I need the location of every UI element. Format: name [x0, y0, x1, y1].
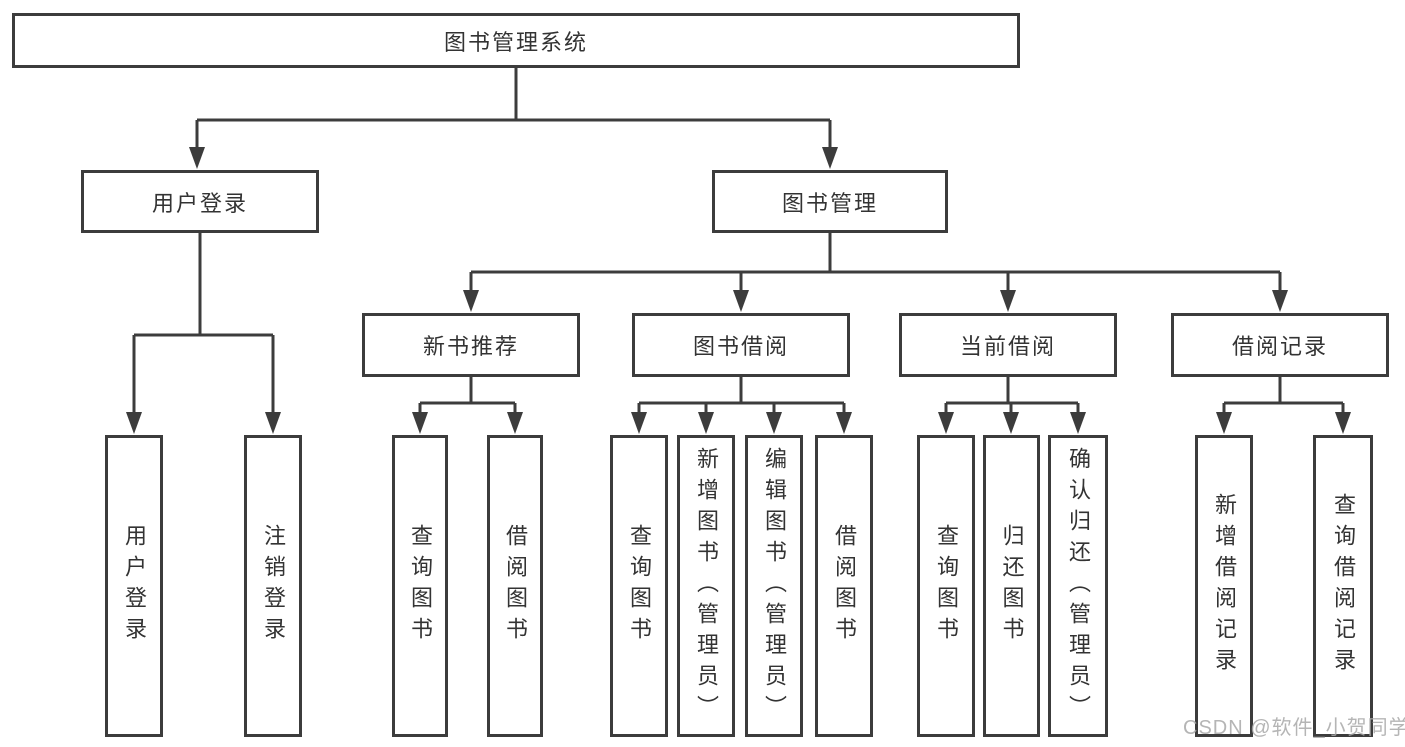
leaf-label: 查询图书 [408, 524, 433, 648]
leaf-label: 借阅图书 [832, 524, 857, 648]
leaf-add-borrow-record: 新增借阅记录 [1195, 435, 1253, 737]
leaf-label: 新增图书（管理员） [694, 446, 719, 726]
leaf-query-books-recommend: 查询图书 [392, 435, 448, 737]
leaf-label: 借阅图书 [503, 524, 528, 648]
leaf-query-books-borrow: 查询图书 [610, 435, 668, 737]
node-label: 图书借阅 [692, 334, 789, 359]
leaf-edit-books-admin: 编辑图书（管理员） [745, 435, 803, 737]
leaf-label: 编辑图书（管理员） [762, 446, 787, 726]
leaf-confirm-return-admin: 确认归还（管理员） [1048, 435, 1108, 737]
node-label: 图书管理 [781, 190, 878, 216]
node-label: 借阅记录 [1231, 334, 1328, 359]
leaf-return-books: 归还图书 [983, 435, 1040, 737]
node-label: 图书管理系统 [443, 29, 588, 55]
node-book-management: 图书管理 [712, 170, 948, 233]
leaf-label: 用户登录 [122, 524, 147, 648]
leaf-query-books-current: 查询图书 [917, 435, 975, 737]
node-label: 当前借阅 [959, 334, 1056, 359]
node-new-book-recommendation: 新书推荐 [362, 313, 580, 377]
leaf-query-borrow-record: 查询借阅记录 [1313, 435, 1373, 737]
leaf-label: 确认归还（管理员） [1066, 446, 1091, 726]
node-library-management-system: 图书管理系统 [12, 13, 1020, 68]
node-current-borrowing: 当前借阅 [899, 313, 1117, 377]
node-book-borrowing: 图书借阅 [632, 313, 850, 377]
leaf-user-login: 用户登录 [105, 435, 163, 737]
leaf-label: 新增借阅记录 [1212, 493, 1237, 679]
leaf-label: 查询图书 [627, 524, 652, 648]
leaf-borrow-books-recommend: 借阅图书 [487, 435, 543, 737]
node-user-login: 用户登录 [81, 170, 319, 233]
leaf-logout: 注销登录 [244, 435, 302, 737]
node-label: 用户登录 [151, 190, 248, 216]
csdn-watermark: CSDN @软件_小贺同学 [1183, 717, 1405, 739]
leaf-label: 注销登录 [261, 524, 286, 648]
leaf-label: 归还图书 [999, 524, 1025, 648]
leaf-label: 查询借阅记录 [1331, 493, 1356, 679]
leaf-add-books-admin: 新增图书（管理员） [677, 435, 735, 737]
leaf-borrow-books: 借阅图书 [815, 435, 873, 737]
leaf-label: 查询图书 [934, 524, 959, 648]
node-label: 新书推荐 [422, 334, 519, 359]
node-borrowing-records: 借阅记录 [1171, 313, 1389, 377]
